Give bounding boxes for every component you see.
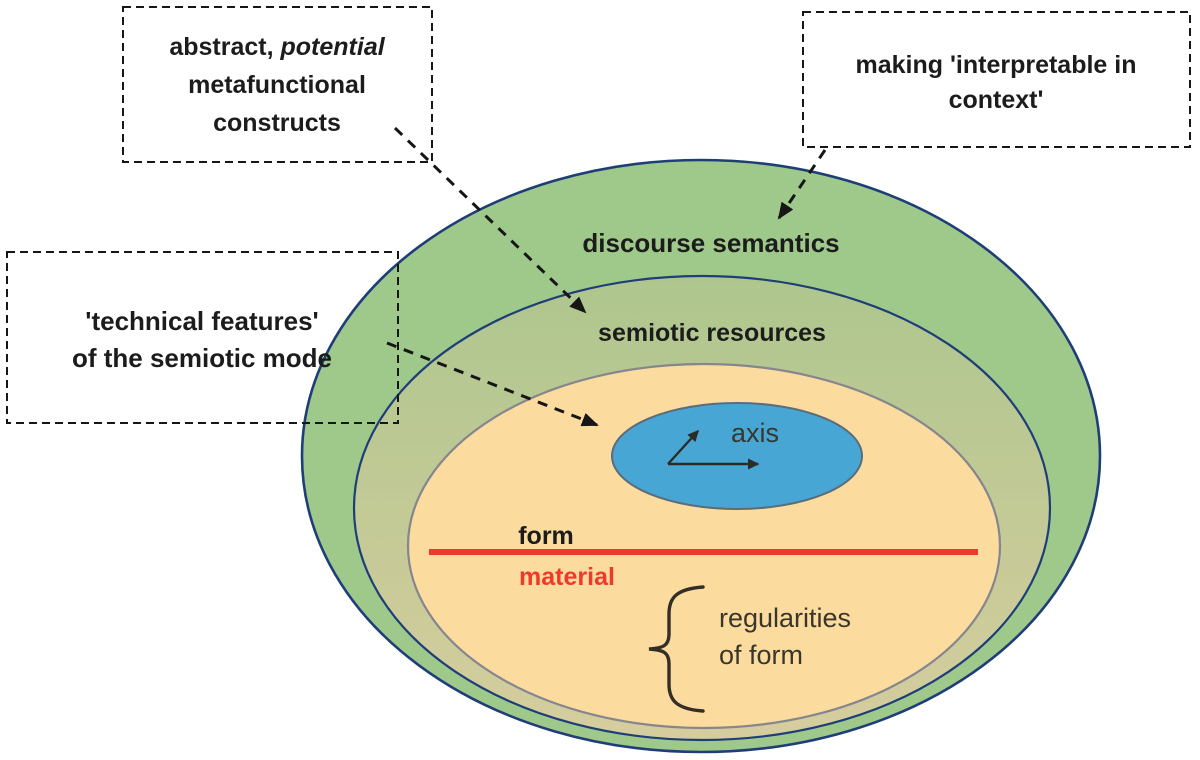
callout-line1: 'technical features'	[85, 306, 318, 336]
dashed-arrow-technical-features-to-axis	[386, 341, 599, 427]
regularities-label-line1: regularities	[719, 603, 851, 633]
callout-interpretable-in-context: making 'interpretable in context'	[855, 51, 1136, 114]
dashed-arrow-interpretable-to-discourse-semantics	[777, 149, 827, 220]
dashed-arrow-metafunctional-to-semiotic-resources	[393, 126, 587, 314]
callout-line3: constructs	[213, 109, 341, 137]
callout-line2: metafunctional	[188, 71, 366, 99]
callout-line2: context'	[949, 86, 1044, 114]
callout-metafunctional-constructs-box	[122, 6, 433, 163]
axis-label: axis	[731, 418, 779, 448]
form-label: form	[518, 522, 574, 550]
material-label: material	[519, 563, 615, 591]
callout-technical-features-box	[6, 251, 399, 424]
discourse-semantics-label: discourse semantics	[582, 228, 839, 258]
callout-interpretable-in-context-box	[802, 11, 1191, 148]
regularities-label-line2: of form	[719, 640, 803, 670]
callout-technical-features: 'technical features' of the semiotic mod…	[72, 306, 332, 373]
axis-vector-diagonal	[667, 429, 700, 465]
callout-line1: making 'interpretable in	[855, 51, 1136, 79]
semiotic-resources-label: semiotic resources	[598, 319, 826, 347]
callout-line1-italic: potential	[280, 33, 386, 61]
callout-line2: of the semiotic mode	[72, 343, 332, 373]
svg-text:abstract, potential: abstract, potential	[169, 33, 385, 61]
regularities-brace	[648, 585, 705, 713]
axis-ellipse	[611, 402, 863, 510]
callout-line1-prefix: abstract,	[169, 33, 280, 61]
callout-metafunctional-constructs: abstract, potential metafunctional const…	[169, 33, 385, 137]
